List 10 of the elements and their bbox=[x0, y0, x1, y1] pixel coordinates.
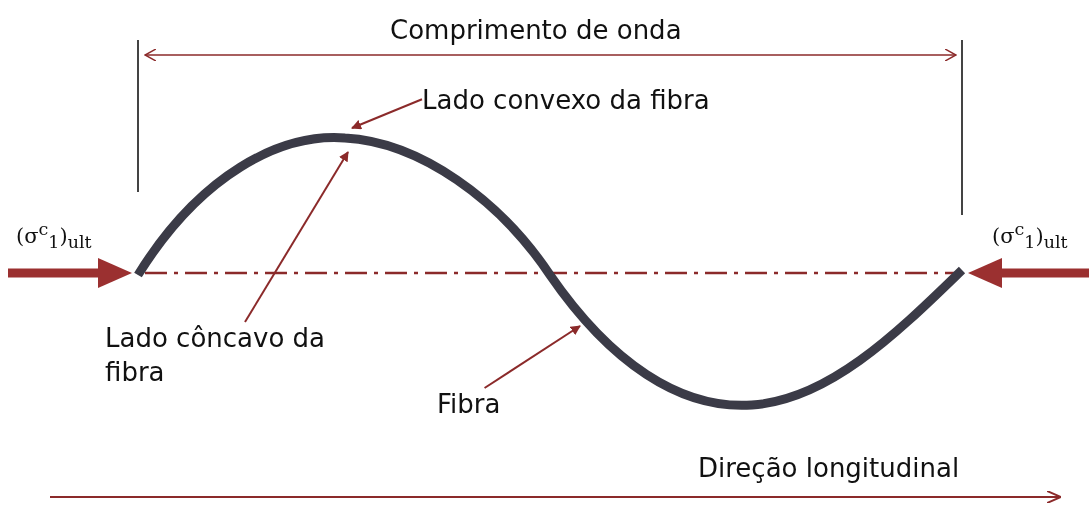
leader-line bbox=[244, 151, 349, 323]
annotation-text: Lado côncavo da fibra bbox=[105, 322, 385, 390]
stress-label: (σ$^{c}$$_{1}$)$_{ult}$ bbox=[16, 218, 92, 254]
stress-label: (σ$^{c}$$_{1}$)$_{ult}$ bbox=[992, 218, 1068, 254]
axis-label: Direção longitudinal bbox=[698, 452, 960, 485]
annotation-text: Lado convexo da fibra bbox=[422, 84, 710, 118]
leader-line bbox=[483, 325, 581, 389]
leader-line bbox=[351, 98, 423, 130]
annotation-text: Fibra bbox=[437, 388, 501, 422]
dimension-label: Comprimento de onda bbox=[390, 14, 682, 47]
